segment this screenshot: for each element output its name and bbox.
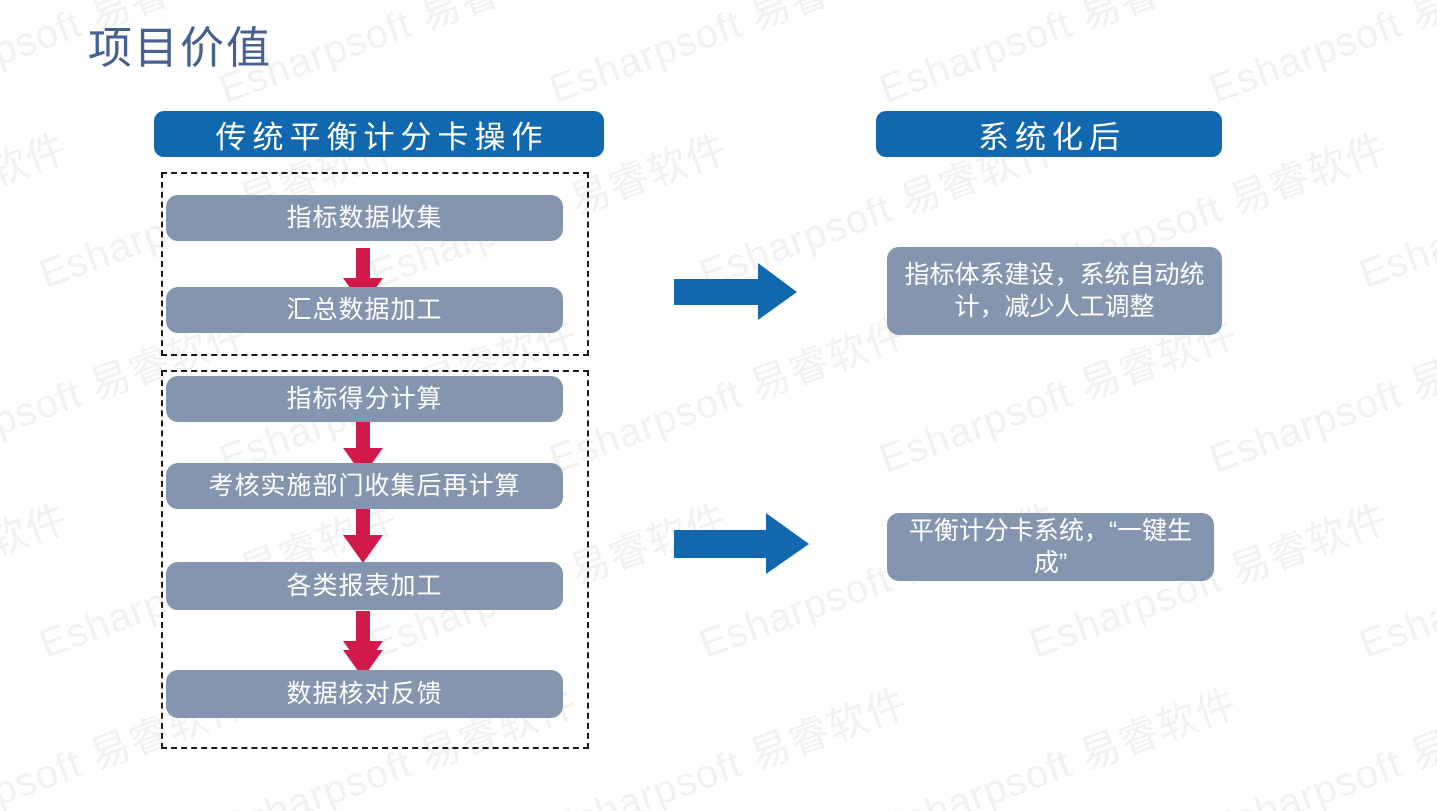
down-arrow-icon <box>343 505 383 563</box>
step-box-indicator-data-collection[interactable]: 指标数据收集 <box>166 195 563 241</box>
banner-systemized: 系统化后 <box>876 111 1222 157</box>
page-title: 项目价值 <box>88 24 272 73</box>
step-box-report-processing[interactable]: 各类报表加工 <box>166 562 563 610</box>
down-arrow-icon <box>343 418 383 476</box>
group-scoring <box>161 370 589 749</box>
group-data-collection <box>161 172 589 356</box>
step-box-data-reconciliation-feedback[interactable]: 数据核对反馈 <box>166 670 563 718</box>
banner-traditional-process: 传统平衡计分卡操作 <box>154 111 604 157</box>
step-box-indicator-score-calculation[interactable]: 指标得分计算 <box>166 376 563 422</box>
right-arrow-icon <box>674 263 797 320</box>
result-box-indicator-system[interactable]: 指标体系建设，系统自动统计，减少人工调整 <box>887 247 1222 335</box>
step-box-department-recalculation[interactable]: 考核实施部门收集后再计算 <box>166 463 563 509</box>
right-arrow-icon <box>674 513 809 574</box>
down-arrow-icon <box>343 620 383 678</box>
step-box-summary-data-processing[interactable]: 汇总数据加工 <box>166 287 563 333</box>
result-box-bsc-one-click[interactable]: 平衡计分卡系统，“一键生成” <box>887 513 1214 581</box>
